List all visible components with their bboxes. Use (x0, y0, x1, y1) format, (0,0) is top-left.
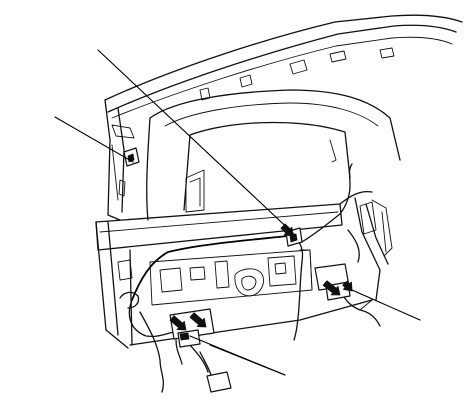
wiring-harness (119, 163, 381, 393)
leader-right (351, 289, 421, 321)
leader-left (54, 116, 134, 163)
arrow-connector-left (169, 315, 187, 331)
connector-lower-small (179, 332, 190, 341)
connector-loose (206, 371, 232, 393)
dashboard-upper (146, 89, 401, 221)
indicator-arrows (169, 223, 353, 331)
leader-lines (54, 49, 421, 376)
right-bracket (354, 197, 393, 301)
arrow-connector-middle (189, 312, 207, 328)
connectors (123, 147, 351, 393)
windshield-frame (104, 14, 463, 119)
arrow-connector-upper (280, 223, 294, 237)
arrow-connector-right-1 (322, 280, 341, 296)
leader-bottom-2 (189, 335, 286, 376)
connector-lower-left (169, 308, 215, 340)
leader-upper (97, 49, 296, 236)
a-pillar (104, 99, 135, 221)
arrow-connector-right-2 (342, 280, 353, 292)
